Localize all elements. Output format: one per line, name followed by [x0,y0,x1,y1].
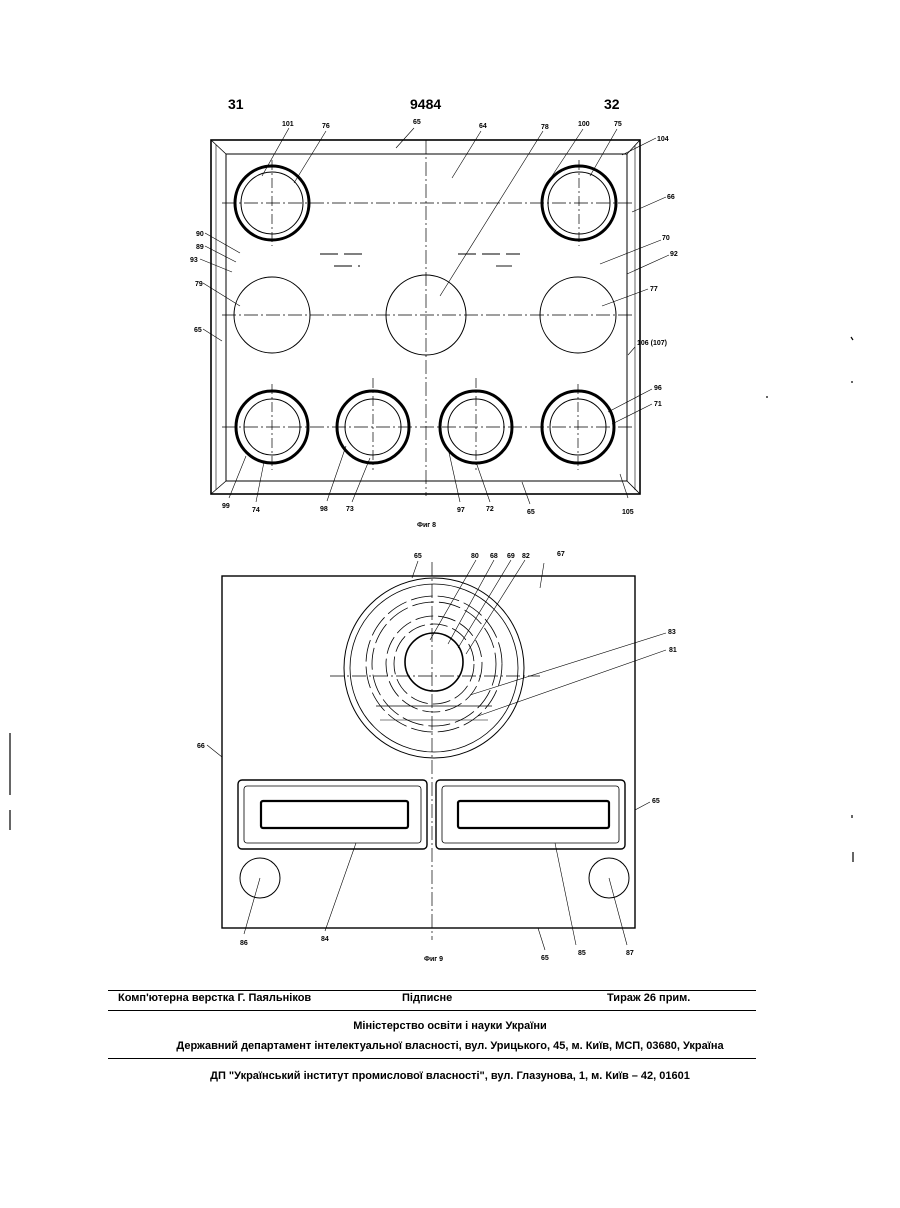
department-line: Державний департамент інтелектуальної вл… [0,1040,900,1052]
fig8-label: 77 [650,286,658,293]
figure-9-labels: 65 80 68 69 82 67 83 81 66 65 86 84 65 8… [197,551,677,963]
fig8-label: 90 [196,231,204,238]
fig9-label: 83 [668,629,676,636]
figure-9-drawing [207,560,666,950]
footer-rule-top [108,990,756,991]
fig9-label: 66 [197,743,205,750]
scan-marks [10,337,853,862]
layout-credit: Комп'ютерна верстка Г. Паяльніков [118,992,311,1004]
fig9-label: 84 [321,936,329,943]
fig9-label: 86 [240,940,248,947]
fig8-label: 66 [667,194,675,201]
fig9-caption: Фиг 9 [424,956,443,963]
fig8-label: 78 [541,124,549,131]
fig8-label: 99 [222,503,230,510]
fig9-label: 85 [578,950,586,957]
fig9-label: 69 [507,553,515,560]
fig8-label: 76 [322,123,330,130]
fig8-label: 75 [614,121,622,128]
fig8-label: 106 (107) [637,340,667,347]
fig8-label: 73 [346,506,354,513]
patent-drawings: 101 76 65 64 78 100 75 104 66 90 89 93 7… [0,0,900,1000]
fig9-label: 67 [557,551,565,558]
ministry-line: Міністерство освіти і науки України [0,1020,900,1032]
fig8-label: 79 [195,281,203,288]
fig8-label: 100 [578,121,590,128]
fig8-label: 101 [282,121,294,128]
fig8-label: 97 [457,507,465,514]
fig9-label: 65 [541,955,549,962]
fig8-label: 104 [657,136,669,143]
fig8-label: 65 [413,119,421,126]
fig8-label: 65 [527,509,535,516]
fig8-label: 92 [670,251,678,258]
fig9-label: 80 [471,553,479,560]
fig8-label: 64 [479,123,487,130]
fig9-label: 82 [522,553,530,560]
figure-8-drawing [200,128,669,504]
subscription-note: Підписне [402,992,452,1004]
footer-rule-bottom [108,1058,756,1059]
fig8-label: 98 [320,506,328,513]
institute-line: ДП "Український інститут промислової вла… [0,1070,900,1082]
footer-rule-middle [108,1010,756,1011]
fig9-label: 81 [669,647,677,654]
fig8-label: 72 [486,506,494,513]
fig8-label: 74 [252,507,260,514]
fig8-label: 65 [194,327,202,334]
fig9-label: 68 [490,553,498,560]
fig9-label: 87 [626,950,634,957]
fig9-label: 65 [652,798,660,805]
fig9-label: 65 [414,553,422,560]
fig8-label: 96 [654,385,662,392]
fig8-label: 93 [190,257,198,264]
fig8-label: 105 [622,509,634,516]
fig8-label: 71 [654,401,662,408]
fig8-label: 70 [662,235,670,242]
fig8-label: 89 [196,244,204,251]
fig8-caption: Фиг 8 [417,522,436,529]
print-run: Тираж 26 прим. [607,992,690,1004]
